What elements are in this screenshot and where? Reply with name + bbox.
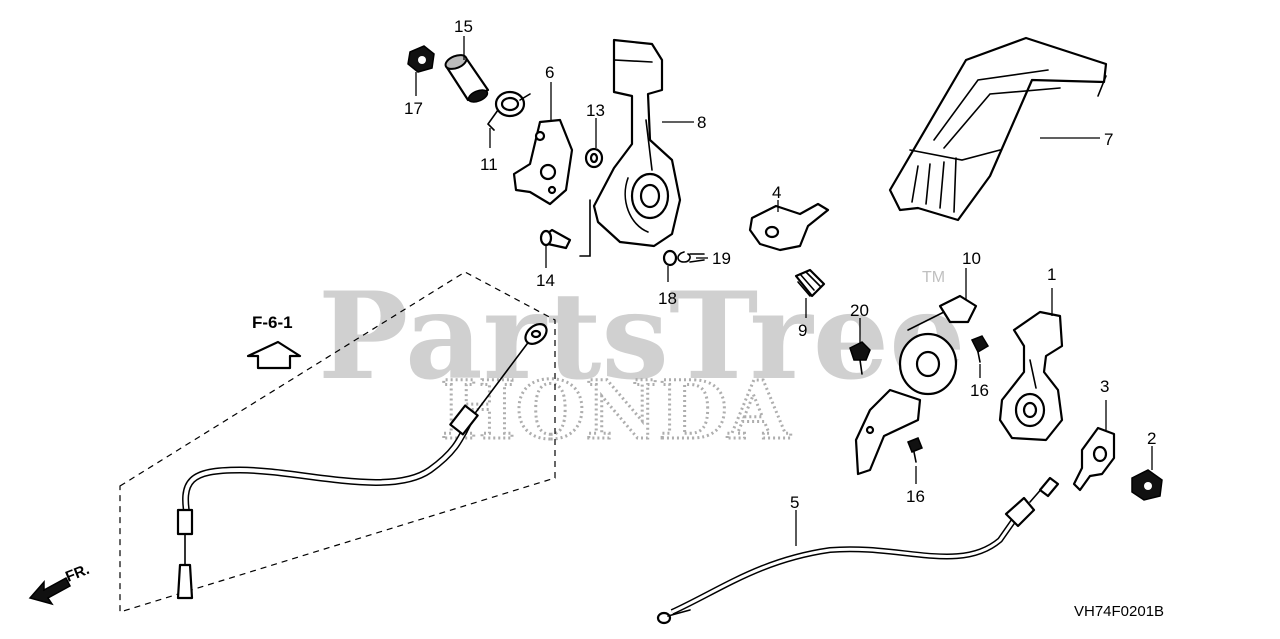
part-3-cam bbox=[1072, 400, 1116, 492]
callout-7: 7 bbox=[1104, 130, 1113, 149]
part-19-clip bbox=[677, 251, 708, 263]
callout-6: 6 bbox=[545, 63, 554, 82]
diagram-code: VH74F0201B bbox=[1074, 603, 1164, 620]
part-14-bolt bbox=[539, 199, 591, 268]
callout-5: 5 bbox=[790, 493, 799, 512]
part-11-spring bbox=[486, 90, 531, 148]
direction-label: FR. bbox=[63, 561, 92, 586]
part-16-bolt-upper bbox=[970, 335, 990, 378]
clutch-cable-assembly bbox=[176, 323, 548, 600]
callout-20: 20 bbox=[850, 301, 869, 320]
part-6-plate bbox=[512, 82, 574, 206]
callout-14: 14 bbox=[536, 271, 555, 290]
part-8-lever bbox=[592, 38, 694, 248]
part-13-washer bbox=[584, 118, 604, 169]
part-20-bolt bbox=[849, 318, 871, 375]
callouts: 1 2 3 4 5 6 7 8 9 10 11 13 14 15 16 16 1… bbox=[404, 17, 1156, 512]
callout-16-upper: 16 bbox=[970, 381, 989, 400]
callout-2: 2 bbox=[1147, 429, 1156, 448]
callout-15: 15 bbox=[454, 17, 473, 36]
part-9-spring bbox=[794, 268, 826, 318]
part-10-lever-bracket bbox=[854, 268, 978, 476]
watermark: PartsTree TM HONDA bbox=[318, 266, 965, 459]
reference-region-outline bbox=[119, 271, 556, 613]
part-18-washer bbox=[662, 249, 678, 282]
part-1-lever bbox=[998, 288, 1064, 442]
callout-18: 18 bbox=[658, 289, 677, 308]
callout-1: 1 bbox=[1047, 265, 1056, 284]
watermark-brand: PartsTree bbox=[318, 266, 965, 407]
callout-16-lower: 16 bbox=[906, 487, 925, 506]
part-16-bolt-lower bbox=[907, 437, 923, 484]
callout-11: 11 bbox=[480, 155, 498, 174]
callout-4: 4 bbox=[772, 183, 781, 202]
part-15-collar bbox=[444, 36, 490, 103]
part-7-cover bbox=[888, 36, 1108, 222]
figure-reference: F-6-1 bbox=[252, 313, 293, 332]
front-arrow-icon bbox=[28, 576, 71, 606]
up-arrow-icon bbox=[246, 340, 302, 370]
part-4-cam bbox=[748, 200, 830, 252]
callout-19: 19 bbox=[712, 249, 731, 268]
callout-10: 10 bbox=[962, 249, 981, 268]
front-direction-arrow: FR. bbox=[28, 561, 92, 606]
watermark-maker: HONDA bbox=[440, 363, 791, 457]
callout-3: 3 bbox=[1100, 377, 1109, 396]
part-17-nut bbox=[407, 45, 435, 96]
callout-8: 8 bbox=[697, 113, 706, 132]
callout-17: 17 bbox=[404, 99, 423, 118]
callout-9: 9 bbox=[798, 321, 807, 340]
watermark-trademark: TM bbox=[922, 269, 945, 286]
part-5-cable bbox=[656, 476, 1060, 625]
part-2-nut bbox=[1131, 446, 1163, 501]
callout-13: 13 bbox=[586, 101, 605, 120]
